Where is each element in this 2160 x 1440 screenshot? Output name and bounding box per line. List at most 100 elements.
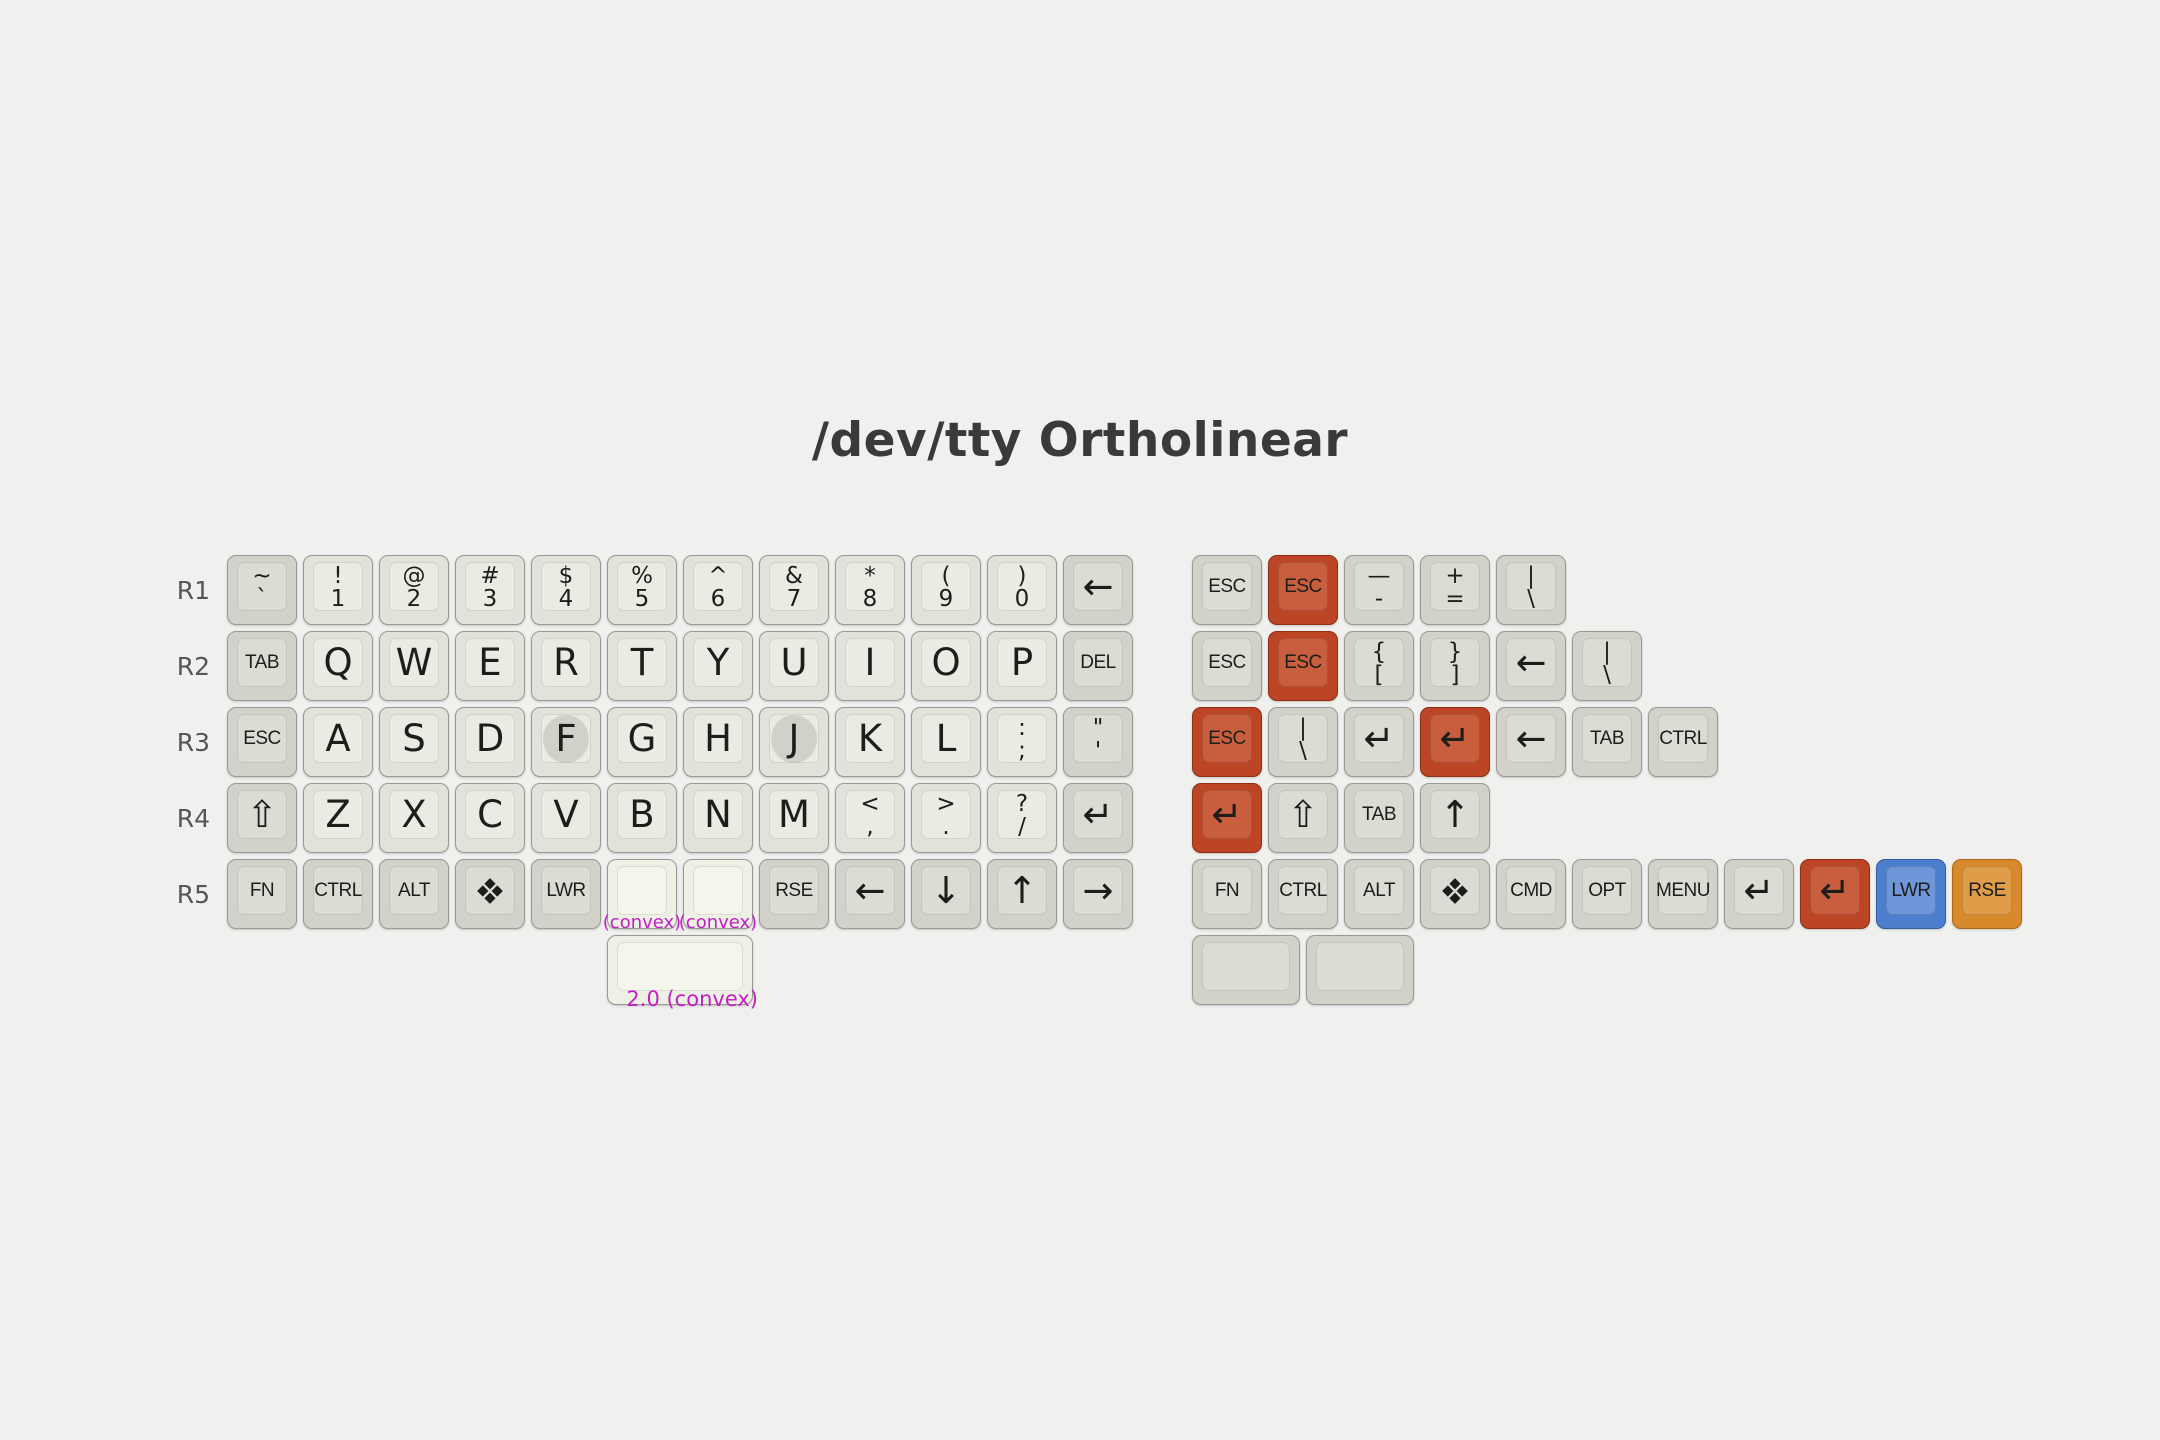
key-1[interactable]: !1 [303, 555, 373, 625]
key-blank-2[interactable] [1306, 935, 1414, 1005]
key-enter-r3a[interactable]: ↵ [1344, 707, 1414, 777]
key-a[interactable]: A [303, 707, 373, 777]
key-ctrl[interactable]: CTRL [303, 859, 373, 929]
key-tab-r3[interactable]: TAB [1572, 707, 1642, 777]
key-q[interactable]: Q [303, 631, 373, 701]
key-space-2u[interactable]: 2.0 (convex) [607, 935, 758, 1010]
row-label-r4: R4 [176, 804, 210, 833]
key-k[interactable]: K [835, 707, 905, 777]
key-bracket-close[interactable]: }] [1420, 631, 1490, 701]
key-esc-r2a[interactable]: ESC [1192, 631, 1262, 701]
key-opt[interactable]: OPT [1572, 859, 1642, 929]
key-alt[interactable]: ALT [379, 859, 449, 929]
key-f-top: F [541, 714, 591, 763]
key-blank-1[interactable] [1192, 935, 1300, 1005]
key-e[interactable]: E [455, 631, 525, 701]
key-tab[interactable]: TAB [227, 631, 297, 701]
key-h[interactable]: H [683, 707, 753, 777]
key-4[interactable]: $4 [531, 555, 601, 625]
key-grave[interactable]: ~` [227, 555, 297, 625]
key-3[interactable]: #3 [455, 555, 525, 625]
key-m[interactable]: M [759, 783, 829, 853]
key-enter-r5b[interactable]: ↵ [1800, 859, 1870, 929]
key-tab-r4[interactable]: TAB [1344, 783, 1414, 853]
key-lwr-r5[interactable]: LWR [1876, 859, 1946, 929]
key-esc[interactable]: ESC [227, 707, 297, 777]
key-semicolon[interactable]: :; [987, 707, 1057, 777]
key-x[interactable]: X [379, 783, 449, 853]
key-backslash-r3[interactable]: |\ [1268, 707, 1338, 777]
key-g[interactable]: G [607, 707, 677, 777]
key-up[interactable]: ↑ [987, 859, 1057, 929]
key-5[interactable]: %5 [607, 555, 677, 625]
key-up-r4[interactable]: ↑ [1420, 783, 1490, 853]
key-l[interactable]: L [911, 707, 981, 777]
key-s[interactable]: S [379, 707, 449, 777]
key-r[interactable]: R [531, 631, 601, 701]
key-t[interactable]: T [607, 631, 677, 701]
key-comma[interactable]: <, [835, 783, 905, 853]
key-backslash-r2[interactable]: |\ [1572, 631, 1642, 701]
key-y[interactable]: Y [683, 631, 753, 701]
key-backslash-r1[interactable]: |\ [1496, 555, 1566, 625]
key-right[interactable]: → [1063, 859, 1133, 929]
key-u[interactable]: U [759, 631, 829, 701]
key-convex-blank-1[interactable]: (convex) [603, 859, 681, 932]
key-esc-r1b[interactable]: ESC [1268, 555, 1338, 625]
key-equals[interactable]: += [1420, 555, 1490, 625]
key-super[interactable] [455, 859, 525, 929]
key-ctrl-r3[interactable]: CTRL [1648, 707, 1718, 777]
key-6[interactable]: ^6 [683, 555, 753, 625]
key-f[interactable]: F [531, 707, 601, 777]
key-backspace-r2[interactable]: ← [1496, 631, 1566, 701]
key-slash[interactable]: ?/ [987, 783, 1057, 853]
key-bracket-open[interactable]: {[ [1344, 631, 1414, 701]
key-n[interactable]: N [683, 783, 753, 853]
key-esc-r3[interactable]: ESC [1192, 707, 1262, 777]
key-super-r5[interactable] [1420, 859, 1490, 929]
key-esc-r1a[interactable]: ESC [1192, 555, 1262, 625]
key-shift[interactable]: ⇧ [227, 783, 297, 853]
key-esc-legend: ESC [243, 728, 281, 749]
key-minus[interactable]: —- [1344, 555, 1414, 625]
key-o[interactable]: O [911, 631, 981, 701]
key-esc-r2b[interactable]: ESC [1268, 631, 1338, 701]
key-fn-r5[interactable]: FN [1192, 859, 1262, 929]
key-d[interactable]: D [455, 707, 525, 777]
key-0[interactable]: )0 [987, 555, 1057, 625]
key-rse[interactable]: RSE [759, 859, 829, 929]
key-i[interactable]: I [835, 631, 905, 701]
key-enter-r5a[interactable]: ↵ [1724, 859, 1794, 929]
key-period[interactable]: >. [911, 783, 981, 853]
key-convex-blank-2[interactable]: (convex) [679, 859, 757, 932]
key-del[interactable]: DEL [1063, 631, 1133, 701]
key-quote[interactable]: "' [1063, 707, 1133, 777]
key-enter[interactable]: ↵ [1063, 783, 1133, 853]
key-z[interactable]: Z [303, 783, 373, 853]
key-enter-r4[interactable]: ↵ [1192, 783, 1262, 853]
key-cmd[interactable]: CMD [1496, 859, 1566, 929]
key-8[interactable]: *8 [835, 555, 905, 625]
key-b[interactable]: B [607, 783, 677, 853]
key-alt-r5[interactable]: ALT [1344, 859, 1414, 929]
key-7[interactable]: &7 [759, 555, 829, 625]
key-2[interactable]: @2 [379, 555, 449, 625]
key-lwr[interactable]: LWR [531, 859, 601, 929]
key-9[interactable]: (9 [911, 555, 981, 625]
key-left[interactable]: ← [835, 859, 905, 929]
key-enter-r3b[interactable]: ↵ [1420, 707, 1490, 777]
key-rse-r5[interactable]: RSE [1952, 859, 2022, 929]
key-c[interactable]: C [455, 783, 525, 853]
key-shift-r4[interactable]: ⇧ [1268, 783, 1338, 853]
key-fn[interactable]: FN [227, 859, 297, 929]
key-j[interactable]: J [759, 707, 829, 777]
key-p[interactable]: P [987, 631, 1057, 701]
key-w[interactable]: W [379, 631, 449, 701]
key-v[interactable]: V [531, 783, 601, 853]
key-backspace-r3[interactable]: ← [1496, 707, 1566, 777]
key-menu[interactable]: MENU [1648, 859, 1718, 929]
key-backspace[interactable]: ← [1063, 555, 1133, 625]
key-down[interactable]: ↓ [911, 859, 981, 929]
key-ctrl-r5[interactable]: CTRL [1268, 859, 1338, 929]
